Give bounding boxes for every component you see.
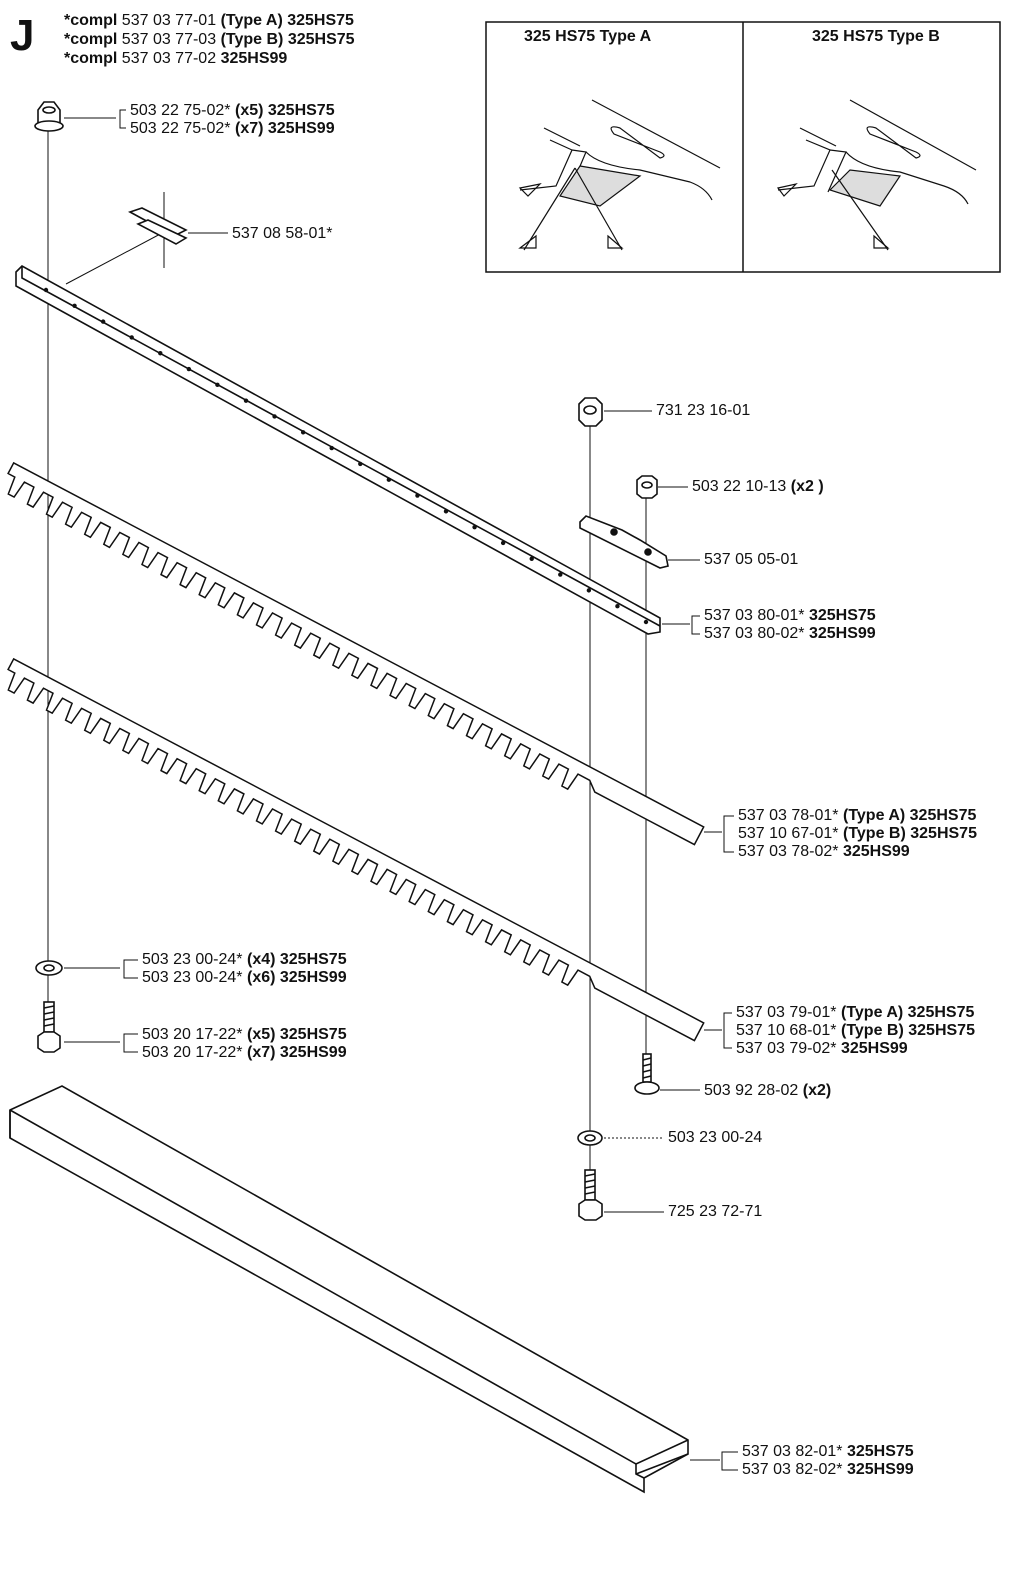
bar-hole <box>586 588 592 593</box>
bar-hole <box>329 445 334 451</box>
screw-left <box>37 1001 61 1053</box>
label-screw-small: 503 92 28-02 (x2) <box>704 1082 832 1099</box>
bracket <box>579 515 669 569</box>
bar-hole <box>186 366 192 372</box>
type-b-angle-sketch <box>776 99 977 251</box>
bar-hole <box>558 572 563 577</box>
label-blade-upper-2: 537 10 67-01* (Type B) 325HS75 <box>738 825 977 842</box>
hex-nut-right <box>578 397 603 427</box>
lower-blade <box>7 657 705 1042</box>
bar-hole <box>72 303 77 309</box>
label-washer-left-2: 503 23 00-24* (x6) 325HS99 <box>142 969 347 986</box>
bar-hole <box>272 414 277 419</box>
label-spacer-plate: 537 08 58-01* <box>232 225 333 242</box>
blade-guard <box>9 1085 689 1494</box>
bar-hole <box>300 430 306 435</box>
bar-hole <box>158 351 163 356</box>
type-a-angle-sketch <box>518 99 721 251</box>
bar-hole <box>100 319 106 324</box>
bar-hole <box>358 461 363 467</box>
bar-hole <box>243 398 249 403</box>
label-blade-lower-2: 537 10 68-01* (Type B) 325HS75 <box>736 1022 975 1039</box>
flange-nut-left <box>34 101 64 132</box>
inset-title-type-a: 325 HS75 Type A <box>524 28 652 45</box>
label-guard-2: 537 03 82-02* 325HS99 <box>742 1461 914 1478</box>
inset-title-type-b: 325 HS75 Type B <box>812 28 940 45</box>
label-nut-left-1: 503 22 75-02* (x5) 325HS75 <box>130 102 335 119</box>
bar-hole <box>215 382 220 388</box>
label-screw-left-1: 503 20 17-22* (x5) 325HS75 <box>142 1026 347 1043</box>
upper-blade <box>7 461 705 846</box>
compl-line-3: *compl 537 03 77-02 325HS99 <box>64 50 288 67</box>
label-screw-left-2: 503 20 17-22* (x7) 325HS99 <box>142 1044 347 1061</box>
section-letter: J <box>10 11 35 60</box>
label-nut-small: 503 22 10-13 (x2 ) <box>692 478 824 495</box>
label-washer-right: 503 23 00-24 <box>668 1129 763 1146</box>
label-bar-2: 537 03 80-02* 325HS99 <box>704 625 876 642</box>
cutter-bar <box>15 265 661 635</box>
bar-hole <box>415 493 420 498</box>
bar-hole <box>129 335 134 340</box>
hex-nut-small <box>636 475 658 499</box>
screw-right <box>578 1169 603 1221</box>
label-screw-right: 725 23 72-71 <box>668 1203 763 1220</box>
washer-right <box>577 1130 603 1146</box>
spacer-plate <box>128 207 188 245</box>
bar-hole <box>643 619 649 625</box>
label-blade-upper-3: 537 03 78-02* 325HS99 <box>738 843 910 860</box>
label-nut-left-2: 503 22 75-02* (x7) 325HS99 <box>130 120 335 137</box>
label-blade-lower-3: 537 03 79-02* 325HS99 <box>736 1040 908 1057</box>
bar-hole <box>43 287 49 293</box>
label-bracket: 537 05 05-01 <box>704 551 799 568</box>
sharpening-angle-inset <box>485 21 1001 273</box>
screw-small <box>634 1053 660 1095</box>
washer-left <box>35 960 63 976</box>
label-blade-upper-1: 537 03 78-01* (Type A) 325HS75 <box>738 807 977 824</box>
label-blade-lower-1: 537 03 79-01* (Type A) 325HS75 <box>736 1004 975 1021</box>
bar-hole <box>386 477 392 482</box>
label-guard-1: 537 03 82-01* 325HS75 <box>742 1443 914 1460</box>
compl-line-1: *compl 537 03 77-01 (Type A) 325HS75 <box>64 12 354 29</box>
bar-hole <box>615 603 620 609</box>
bar-hole <box>472 524 477 530</box>
label-washer-left-1: 503 23 00-24* (x4) 325HS75 <box>142 951 347 968</box>
bar-hole <box>443 509 449 514</box>
bar-hole <box>500 540 506 546</box>
label-bar-1: 537 03 80-01* 325HS75 <box>704 607 876 624</box>
label-nut-right: 731 23 16-01 <box>656 402 751 419</box>
compl-line-2: *compl 537 03 77-03 (Type B) 325HS75 <box>64 31 355 48</box>
bar-hole <box>529 556 534 561</box>
leader-lines <box>64 109 738 1471</box>
